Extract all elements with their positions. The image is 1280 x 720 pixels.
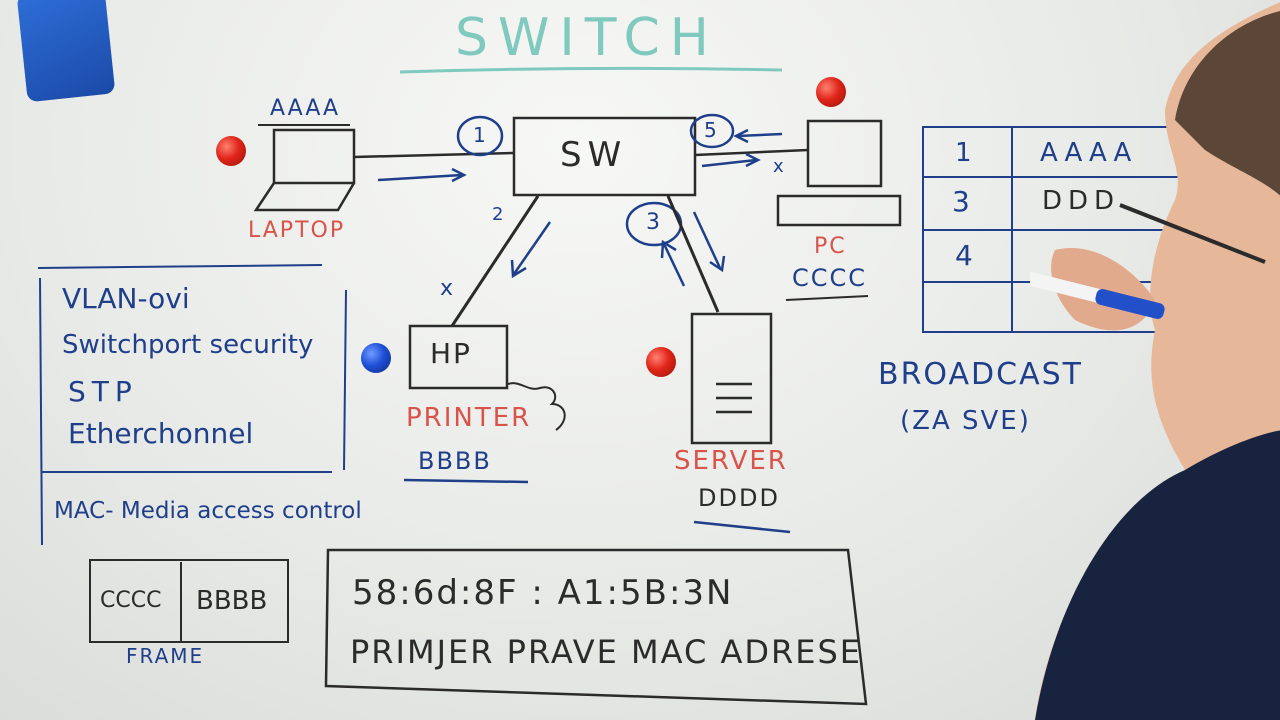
table-port-cell: 3 bbox=[952, 185, 970, 218]
topic-switchport-security: Switchport security bbox=[62, 330, 314, 360]
table-port-cell: 4 bbox=[955, 239, 973, 272]
laptop-label: LAPTOP bbox=[248, 218, 346, 243]
pc-mac: CCCC bbox=[792, 264, 868, 292]
blue-magnet bbox=[361, 343, 391, 373]
port-5-label: 5 bbox=[704, 118, 717, 142]
topic-stp: STP bbox=[68, 375, 138, 408]
printer-label: PRINTER bbox=[406, 403, 532, 433]
red-magnet bbox=[816, 77, 846, 107]
presenter bbox=[1030, 2, 1280, 720]
table-port-cell: 1 bbox=[955, 138, 972, 168]
frame-label: FRAME bbox=[126, 644, 205, 668]
mac-example-address: 58:6d:8F : A1:5B:3N bbox=[352, 573, 734, 613]
port-2-label: 2 bbox=[492, 204, 504, 225]
mac-example-caption: PRIMJER PRAVE MAC ADRESE bbox=[350, 633, 862, 671]
x-mark: x bbox=[773, 156, 784, 177]
red-magnet bbox=[646, 347, 676, 377]
pc-label: PC bbox=[814, 234, 847, 259]
red-magnet bbox=[216, 136, 246, 166]
broadcast-subtitle: (ZA SVE) bbox=[900, 406, 1031, 436]
port-1-label: 1 bbox=[473, 123, 486, 147]
topic-etherchannel: Etherchonnel bbox=[68, 417, 254, 450]
server-label: SERVER bbox=[674, 446, 788, 476]
frame-source-mac: CCCC bbox=[100, 588, 162, 613]
port-3-label: 3 bbox=[646, 210, 660, 235]
mac-definition: MAC- Media access control bbox=[54, 498, 362, 524]
laptop-mac: AAAA bbox=[270, 96, 341, 121]
x-mark: x bbox=[440, 276, 454, 301]
table-mac-cell: DDD bbox=[1042, 186, 1121, 216]
server-mac: DDDD bbox=[698, 484, 780, 512]
printer-box-label: HP bbox=[430, 337, 472, 370]
table-mac-cell: AAAA bbox=[1040, 138, 1138, 168]
printer-mac: BBBB bbox=[418, 447, 492, 475]
broadcast-label: BROADCAST bbox=[878, 357, 1083, 392]
switch-label: SW bbox=[560, 135, 628, 175]
frame-destination-mac: BBBB bbox=[196, 586, 268, 616]
topic-vlan: VLAN-ovi bbox=[62, 282, 190, 315]
board-title: SWITCH bbox=[455, 8, 719, 68]
